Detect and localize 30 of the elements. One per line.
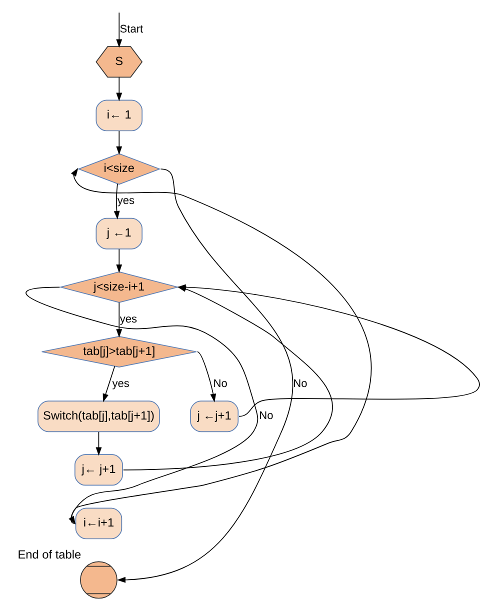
node-diamond: j<size-i+1: [58, 271, 179, 303]
edge-label: No: [292, 378, 307, 390]
edge-label: yes: [116, 195, 134, 208]
node-box: j ←1: [95, 218, 142, 250]
arrow: [116, 248, 122, 273]
node-circle: [80, 561, 117, 599]
node-box: j ←j+1: [190, 400, 238, 432]
arrow: [116, 77, 122, 102]
arrow: [116, 302, 122, 338]
arrow: [70, 168, 370, 524]
arrow: [116, 168, 293, 583]
node-diamond: tab[j]>tab[j+1]: [40, 336, 196, 368]
arrow: [196, 351, 216, 402]
node-box: j← j+1: [74, 454, 122, 486]
edge-label: Start: [119, 23, 143, 36]
arrow: [95, 432, 102, 456]
node-box: i← 1: [95, 100, 142, 132]
edge-label: yes: [112, 378, 129, 390]
edge-label: No: [258, 410, 273, 422]
node-label: End of table: [17, 547, 81, 562]
node-box: Switch(tab[j],tab[j+1]): [37, 400, 160, 432]
node-box: i←i+1: [74, 508, 122, 540]
node-diamond: i<size: [76, 153, 160, 185]
arrow: [102, 366, 115, 402]
edge-label: No: [212, 378, 227, 390]
arrow: [113, 183, 120, 220]
edge-label: yes: [119, 313, 137, 326]
arrow: [116, 130, 122, 155]
arrow: [122, 286, 332, 470]
arrow: [116, 12, 122, 48]
